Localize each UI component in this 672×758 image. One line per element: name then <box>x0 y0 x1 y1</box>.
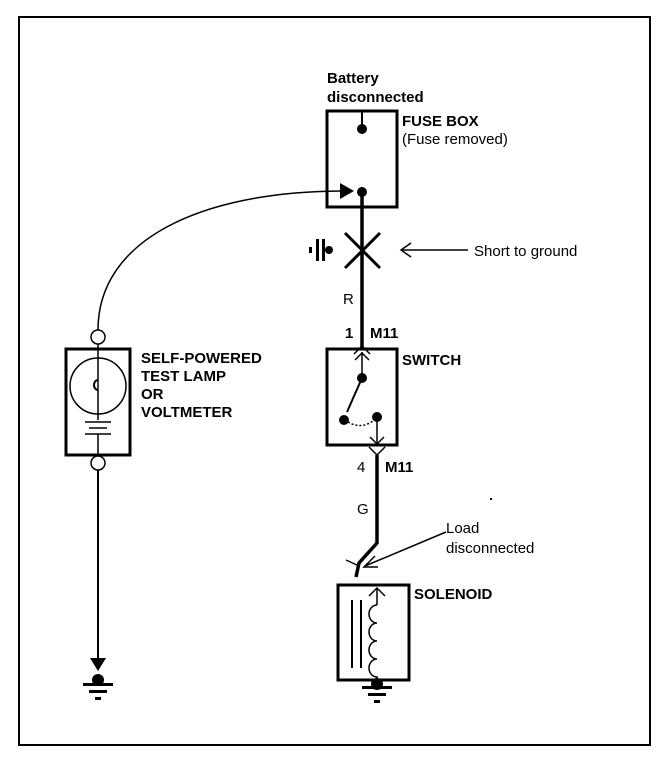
switch-label: SWITCH <box>402 352 461 369</box>
tester-label-2: TEST LAMP <box>141 368 226 385</box>
connector-top-name: M11 <box>370 325 398 342</box>
short-arrow-icon <box>399 242 468 258</box>
switch <box>325 344 399 457</box>
tester-label-3: OR <box>141 386 164 403</box>
battery-label-1: Battery <box>327 70 379 87</box>
ground-icon <box>309 239 333 261</box>
ground-arrow-icon <box>90 658 106 671</box>
short-label: Short to ground <box>474 243 577 260</box>
load-label-2: disconnected <box>446 540 534 557</box>
tester-ground-icon <box>83 674 113 700</box>
speck <box>490 498 492 500</box>
fuse-box-label: FUSE BOX <box>402 113 479 130</box>
test-lamp <box>64 329 132 471</box>
connector-bottom-name: M11 <box>385 459 413 476</box>
tester-label-1: SELF-POWERED <box>141 350 262 367</box>
wire-green <box>354 455 379 578</box>
load-arrow-icon <box>362 531 447 568</box>
test-lead <box>97 190 341 331</box>
load-label-1: Load <box>446 520 479 537</box>
solenoid-label: SOLENOID <box>414 586 493 603</box>
frame <box>18 16 651 746</box>
fuse-box-note: (Fuse removed) <box>402 131 508 148</box>
connector-bottom-pin: 4 <box>357 459 365 476</box>
connector-top-pin: 1 <box>345 325 353 342</box>
probe-arrow-icon <box>340 183 354 199</box>
solenoid-ground-icon <box>362 678 392 703</box>
tester-label-4: VOLTMETER <box>141 404 233 421</box>
solenoid <box>336 583 411 682</box>
wire-bottom-color: G <box>357 501 369 518</box>
battery-label-2: disconnected <box>327 89 424 106</box>
short-x-mark <box>343 231 382 270</box>
wire-top-color: R <box>343 291 354 308</box>
